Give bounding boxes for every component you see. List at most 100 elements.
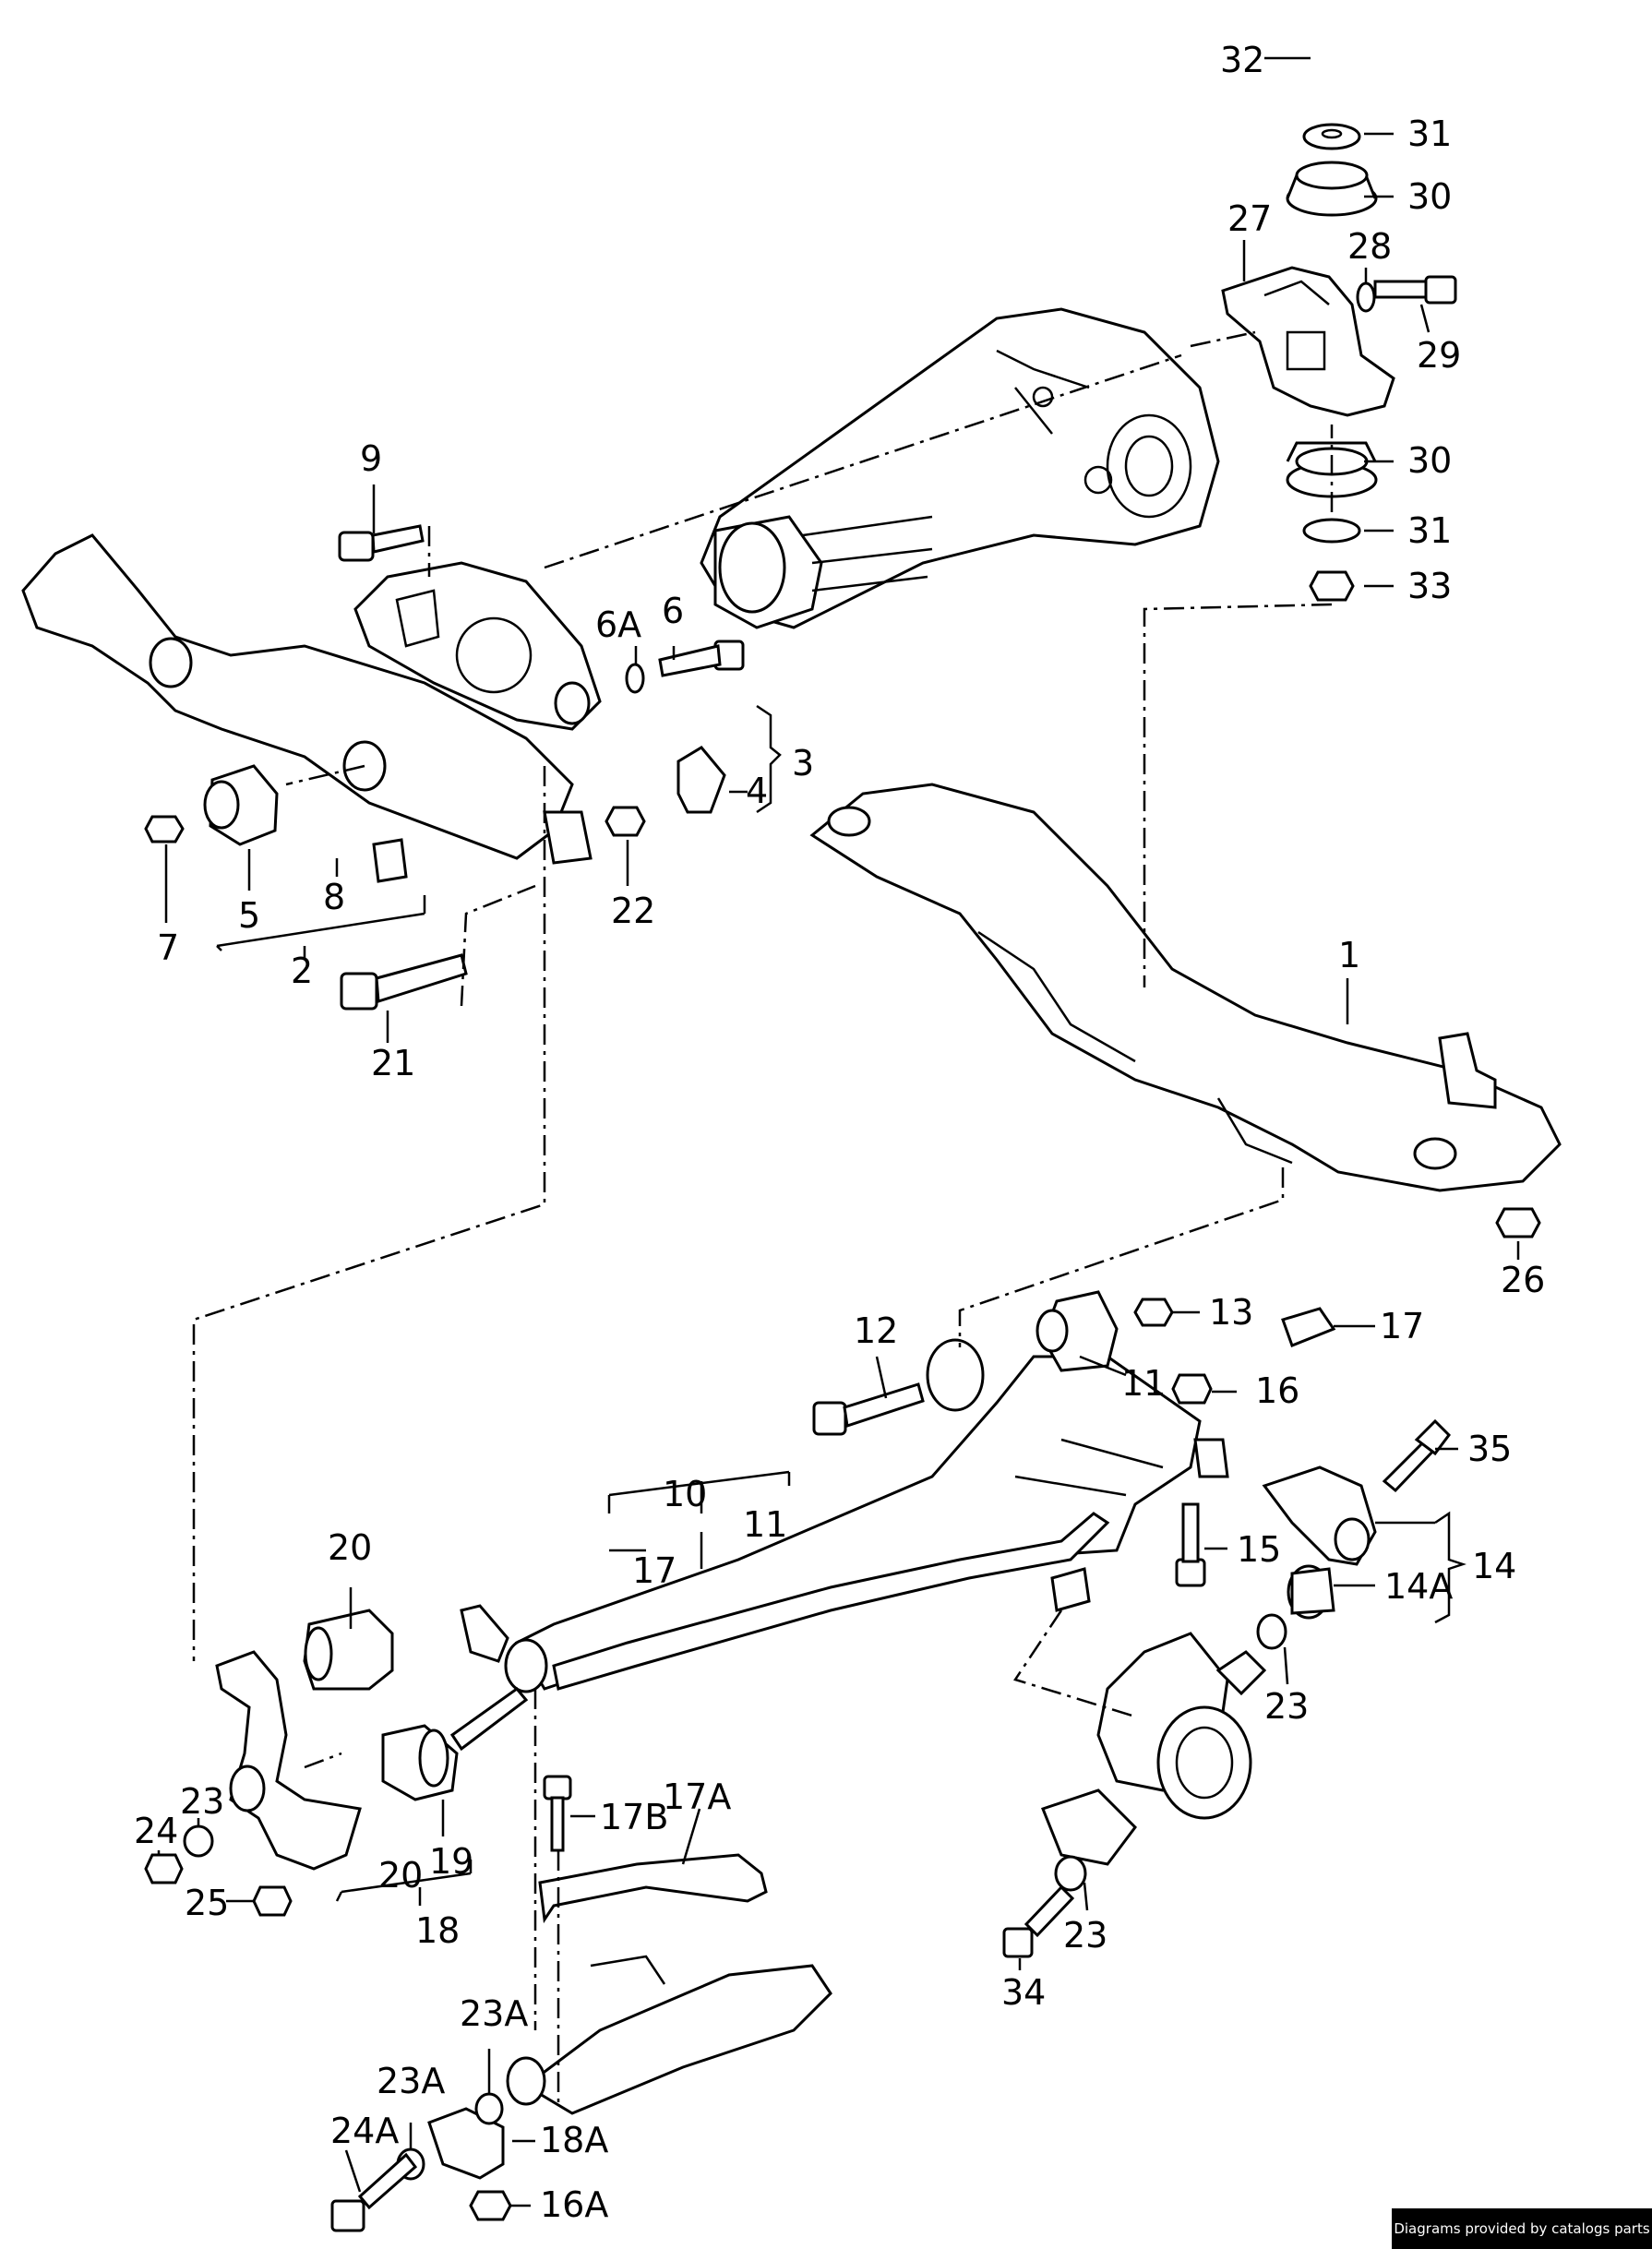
buffer-17-center	[1050, 1567, 1091, 1612]
bolt-17b	[543, 1775, 572, 1852]
label-6a: 6A	[595, 604, 641, 645]
buffer-17-right	[1281, 1307, 1336, 1347]
label-19: 19	[429, 1841, 473, 1882]
label-33: 33	[1407, 566, 1452, 606]
assembly-lines	[192, 330, 1334, 2104]
label-14: 14	[1472, 1546, 1516, 1586]
bracket-18a	[427, 2107, 505, 2180]
label-23a-upper: 23A	[460, 1993, 528, 2034]
label-10: 10	[663, 1474, 707, 1514]
label-31-upper: 31	[1407, 114, 1452, 154]
washer-23-left	[183, 1824, 214, 1858]
bolt-29	[1373, 275, 1457, 305]
label-29: 29	[1417, 335, 1461, 376]
label-30-upper: 30	[1407, 176, 1452, 217]
nut-16	[1171, 1373, 1213, 1405]
bolt-6	[658, 640, 745, 677]
bracket-17a	[538, 1853, 768, 1924]
mounting-bracket-27	[1221, 266, 1395, 417]
subframe-1	[809, 783, 1562, 1192]
label-18a: 18A	[540, 2120, 608, 2160]
bushing-11	[1035, 1290, 1119, 1372]
label-23-right: 23	[1264, 1686, 1309, 1727]
label-31-lower: 31	[1407, 510, 1452, 551]
washer-23a-upper	[474, 2092, 504, 2125]
leader-lines	[157, 56, 1520, 2207]
label-7: 7	[157, 927, 179, 968]
label-24: 24	[134, 1811, 178, 1851]
label-34: 34	[1001, 1972, 1046, 2013]
threaded-rod	[449, 1686, 529, 1752]
bushing-14a	[1287, 1564, 1335, 1620]
nut-22	[605, 806, 646, 837]
label-5: 5	[238, 895, 260, 936]
washer-6a	[625, 663, 645, 694]
bolt-24a	[330, 2152, 418, 2232]
bushing-19	[381, 1724, 459, 1801]
label-25: 25	[185, 1883, 229, 1923]
nut-25	[252, 1885, 293, 1917]
bolt-15	[1175, 1502, 1206, 1587]
label-20-bottom: 20	[378, 1855, 423, 1896]
washer-31-upper	[1302, 123, 1361, 150]
label-23a-lower: 23A	[377, 2061, 445, 2101]
link-arm-10	[504, 1338, 1229, 1693]
label-30-lower: 30	[1407, 440, 1452, 481]
label-13: 13	[1209, 1292, 1253, 1333]
bushing-5	[203, 764, 279, 846]
bolt-35	[1382, 1418, 1451, 1493]
label-15: 15	[1237, 1529, 1281, 1570]
label-17-mid: 17	[632, 1550, 676, 1591]
bushing-20	[303, 1609, 394, 1691]
washer-23-right	[1256, 1613, 1287, 1650]
label-16: 16	[1255, 1370, 1299, 1411]
label-14a: 14A	[1384, 1566, 1453, 1607]
label-24a: 24A	[330, 2111, 399, 2151]
label-23-left: 23	[180, 1781, 224, 1822]
label-17a: 17A	[663, 1776, 731, 1817]
label-8: 8	[323, 877, 345, 917]
label-18: 18	[415, 1910, 460, 1951]
label-4: 4	[746, 771, 768, 811]
nut-26	[1495, 1207, 1541, 1238]
label-2: 2	[291, 951, 313, 991]
crossmember-2	[21, 533, 593, 865]
differential-housing	[700, 307, 1220, 629]
lower-frame	[506, 1955, 832, 2115]
nut-24	[144, 1853, 184, 1884]
part-labels: 32 31 30 27 28 29 30 31 33 9 6A 6 3 4 7 …	[134, 40, 1545, 2225]
bolt-12	[812, 1382, 925, 1436]
label-32: 32	[1220, 40, 1264, 80]
bracket-14	[1262, 1465, 1377, 1566]
washer-28	[1356, 281, 1376, 313]
washer-31-lower	[1302, 518, 1361, 544]
label-3: 3	[792, 743, 814, 784]
label-6: 6	[662, 591, 684, 631]
nut-33	[1309, 570, 1355, 602]
label-16a: 16A	[540, 2184, 608, 2225]
label-27: 27	[1227, 198, 1272, 239]
label-11-mid: 11	[743, 1504, 787, 1545]
label-17-right: 17	[1380, 1306, 1424, 1346]
label-9: 9	[360, 438, 382, 479]
label-11-top: 11	[1121, 1363, 1166, 1404]
label-28: 28	[1347, 226, 1392, 267]
lower-arm-18	[215, 1650, 362, 1871]
label-1: 1	[1338, 935, 1360, 975]
bracket-plate-3	[353, 561, 602, 731]
clip-4	[676, 746, 726, 814]
nut-13	[1133, 1298, 1174, 1327]
label-12: 12	[854, 1310, 898, 1351]
label-35: 35	[1467, 1429, 1512, 1469]
label-23-lower: 23	[1063, 1915, 1107, 1956]
bolt-21	[340, 953, 468, 1011]
bolt-9	[338, 524, 425, 562]
label-17b: 17B	[600, 1797, 668, 1837]
label-22: 22	[611, 891, 655, 931]
nut-16a	[469, 2190, 512, 2221]
washer-23-lower	[1054, 1855, 1087, 1892]
label-21: 21	[371, 1043, 415, 1083]
nut-7	[144, 815, 185, 843]
wheel-hub	[1041, 1632, 1267, 1866]
